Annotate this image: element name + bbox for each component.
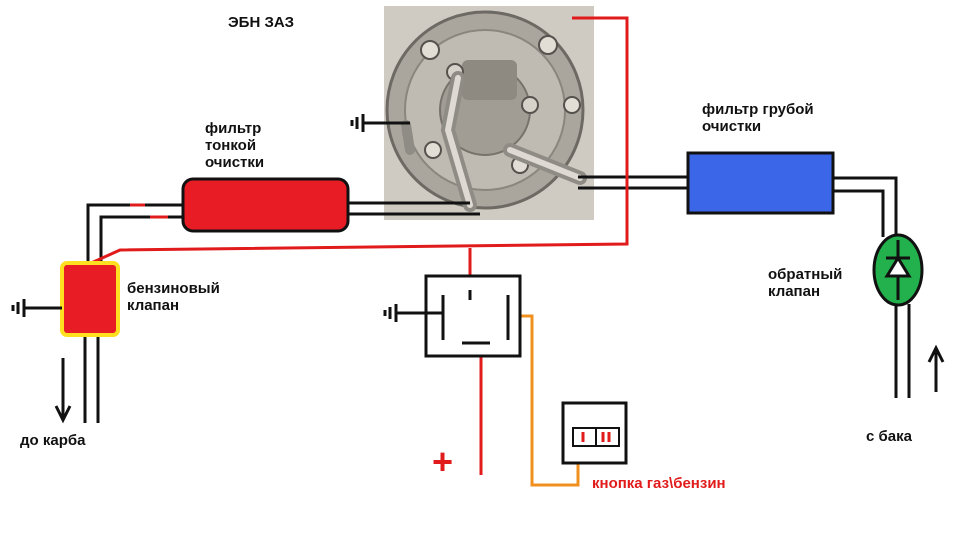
fine-filter [181, 177, 350, 233]
ground-symbol-icon [11, 299, 62, 317]
check-valve [872, 233, 924, 307]
fuel-valve-label: бензиновый клапан [127, 280, 220, 314]
pipe-red-marks [130, 203, 168, 219]
diagram-title: ЭБН ЗАЗ [228, 14, 295, 31]
coarse-filter [686, 151, 835, 215]
coarse-filter-label: фильтр грубой очистки [702, 101, 814, 135]
from-tank-label: с бака [866, 428, 912, 445]
ground-symbol-icon [350, 114, 410, 132]
fuel-pipes [83, 175, 911, 423]
plus-sign: + [432, 441, 453, 482]
fine-filter-label: фильтр тонкой очистки [205, 120, 265, 171]
diode-icon [884, 240, 912, 300]
arrow-up-icon [927, 344, 945, 392]
to-carb-label: до карба [20, 432, 86, 449]
check-valve-label: обратный клапан [768, 266, 843, 300]
switch-button-label: кнопка газ\бензин [592, 475, 726, 492]
fuel-pump-photo [384, 6, 594, 220]
ground-symbol-icon [383, 304, 443, 322]
switch-button [561, 401, 628, 465]
orange-wire [508, 314, 580, 487]
fuel-valve [60, 261, 120, 337]
relay [424, 274, 522, 358]
arrow-down-icon [54, 358, 72, 424]
